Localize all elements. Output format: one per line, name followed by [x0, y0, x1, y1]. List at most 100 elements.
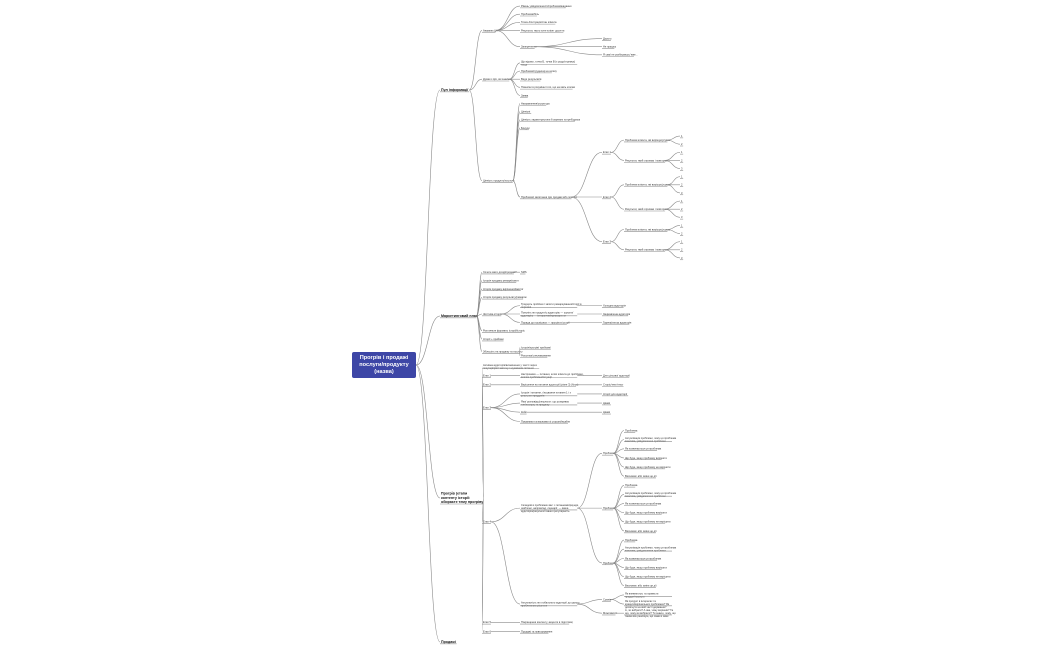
leaf-node[interactable]: Розсилка/ рекламування	[521, 354, 551, 358]
leaf-node[interactable]: 1	[681, 199, 683, 203]
leaf-node[interactable]: Настроювач — питання, шлях клієнта до пр…	[521, 372, 584, 379]
leaf-node[interactable]: Активна аудиторія/визначення у тексті че…	[483, 363, 538, 370]
leaf-node[interactable]: Життєва історія	[483, 312, 503, 316]
leaf-node[interactable]: Покращення контенту, акценти в підготовц…	[521, 620, 573, 624]
leaf-node[interactable]: Історія продажу результату/ремарок	[483, 295, 527, 299]
leaf-node[interactable]: SMS	[521, 270, 527, 274]
leaf-node[interactable]: Етап 1	[483, 374, 491, 378]
leaf-node[interactable]: Думки з ЦА, які знаємо	[483, 77, 511, 81]
leaf-node[interactable]: Етап 5	[483, 620, 491, 624]
leaf-node[interactable]: Бонуси	[521, 126, 530, 130]
branch-node[interactable]: Маркетинговий план	[441, 314, 478, 318]
leaf-node[interactable]: 3	[681, 191, 683, 195]
leaf-node[interactable]: Проблеми клієнта, які вирішує/усуває	[625, 227, 671, 231]
leaf-node[interactable]: Проблема	[625, 483, 638, 487]
leaf-node[interactable]: Ціннісні	[521, 110, 531, 114]
leaf-node[interactable]: Етап 1	[603, 150, 611, 154]
leaf-node[interactable]: Проблема/біль	[521, 12, 540, 16]
leaf-node[interactable]: Проблема	[625, 538, 638, 542]
leaf-node[interactable]: Заява	[521, 93, 529, 97]
leaf-node[interactable]: Історія/прогрів/ прийоми/	[521, 345, 551, 349]
leaf-node[interactable]: Що відомо, точка Б, точка В (з роду/отри…	[521, 59, 575, 66]
leaf-node[interactable]: Історія і питання, з'ясування питання 1 …	[521, 390, 572, 397]
leaf-node[interactable]: Анамнез ЦА	[483, 28, 498, 32]
leaf-node[interactable]: 1	[681, 134, 683, 138]
leaf-node[interactable]: Поясніть як продукт/у аудиторію — шукати…	[521, 310, 573, 317]
leaf-node[interactable]: Проблема	[625, 428, 638, 432]
leaf-node[interactable]: Показники та висновки зі стороні/інсайти	[521, 419, 571, 423]
leaf-node[interactable]: Вирішення на питання аудиторії (різне 3)…	[521, 383, 578, 387]
leaf-node[interactable]: Проблема	[603, 561, 616, 565]
leaf-node[interactable]: 3	[681, 256, 683, 260]
leaf-node[interactable]: Висновки: або зміни це дії	[625, 474, 657, 478]
leaf-node[interactable]: 3	[681, 166, 683, 170]
leaf-node[interactable]: Збільшіть на продажу та послугу	[483, 350, 523, 354]
leaf-node[interactable]: Етап 2	[483, 383, 491, 387]
leaf-node[interactable]: Що буде, якщо проблему не вирішити	[625, 575, 671, 579]
leaf-node[interactable]: Як позначається ця проблема	[625, 501, 662, 505]
leaf-node[interactable]: 2	[681, 183, 683, 187]
leaf-node[interactable]: Що буде, якщо проблему не вирішити	[625, 465, 671, 469]
leaf-node[interactable]: Що буде, якщо проблему вирішити	[625, 511, 667, 515]
leaf-node[interactable]: Цінність характеристики й окремих потреб…	[521, 118, 581, 122]
leaf-node[interactable]: Продажі та повторювання	[521, 629, 553, 633]
leaf-node[interactable]: 2	[681, 231, 683, 235]
leaf-node[interactable]: 2	[681, 142, 683, 146]
leaf-node[interactable]: Зацікавлена аудиторія	[603, 312, 631, 316]
leaf-node[interactable]: Що буде, якщо проблему вирішити	[625, 456, 667, 460]
leaf-node[interactable]: Історія продажу вирішеної/вжитої	[483, 287, 524, 291]
leaf-node[interactable]: Результат, якого хоче клієнт досягти	[521, 28, 565, 32]
leaf-node[interactable]: Етап 3	[483, 406, 491, 410]
leaf-node[interactable]: Направлення/структура	[521, 101, 550, 105]
leaf-node[interactable]: Проблеми клієнта, які вирішує/усуває	[625, 138, 671, 142]
leaf-node[interactable]: Сумнів	[603, 597, 612, 601]
leaf-node[interactable]: Гаряча/тепла аудиторія	[603, 320, 632, 324]
leaf-node[interactable]: 1	[681, 223, 683, 227]
leaf-node[interactable]: Етап 3	[603, 240, 611, 244]
leaf-node[interactable]: Дорого	[603, 36, 612, 40]
leaf-node[interactable]: Не працює	[603, 45, 617, 49]
leaf-node[interactable]: Цікаві	[603, 401, 611, 405]
leaf-node[interactable]: Проблеми/ запитання при продажі або посл…	[521, 195, 577, 199]
leaf-node[interactable]: Можливості	[603, 611, 618, 615]
root-node[interactable]: Прогрів і продажі послуги/продукту (назв…	[352, 352, 416, 378]
leaf-node[interactable]: Як позначається ця проблема	[625, 447, 662, 451]
leaf-node[interactable]: 2	[681, 158, 683, 162]
leaf-node[interactable]: Результат, який отримає і повторює	[625, 248, 668, 252]
leaf-node[interactable]: Історія продажу ремарк/запит	[483, 278, 520, 282]
leaf-node[interactable]: Кейс	[521, 410, 527, 414]
leaf-node[interactable]: 1	[681, 240, 683, 244]
branch-node[interactable]: Продажі	[441, 640, 456, 644]
leaf-node[interactable]: 3	[681, 215, 683, 219]
leaf-node[interactable]: Етап 2	[603, 195, 611, 199]
leaf-node[interactable]: Історії для аудиторії	[603, 392, 627, 396]
leaf-node[interactable]: Актуальність як глобального аудиторії до…	[521, 600, 580, 607]
leaf-node[interactable]: Цікаві	[603, 410, 611, 414]
leaf-node[interactable]: Хочете мати дохід/продажі?	[483, 270, 517, 274]
leaf-node[interactable]: Що буде, якщо проблему вирішити	[625, 565, 667, 569]
leaf-node[interactable]: 2	[681, 207, 683, 211]
leaf-node[interactable]: Я сам/ не розбираюсь/ вже…	[603, 53, 639, 57]
leaf-node[interactable]: Як позначається ця проблема	[625, 556, 662, 560]
leaf-node[interactable]: Висновки: або зміни це дії	[625, 584, 657, 588]
leaf-node[interactable]: 2	[681, 248, 683, 252]
leaf-node[interactable]: Результат, який отримає і повторює	[625, 158, 668, 162]
leaf-node[interactable]: Проблема	[603, 506, 616, 510]
leaf-node[interactable]: Сторіс/тект/текст	[603, 383, 624, 387]
leaf-node[interactable]: Тридцять проблем / запити ремаркування/і…	[521, 302, 582, 309]
leaf-node[interactable]: 1	[681, 175, 683, 179]
leaf-node[interactable]: Висновки: або зміни це дії	[625, 529, 657, 533]
leaf-node[interactable]: Проблеми/труднощі на шляху	[521, 69, 558, 73]
branch-node[interactable]: Пул інформації	[441, 88, 469, 92]
leaf-node[interactable]: Цінність продукту/послуги	[483, 179, 515, 183]
leaf-node[interactable]: Етап 6	[483, 629, 491, 633]
leaf-node[interactable]: Результат, який отримає і повторює	[625, 207, 668, 211]
leaf-node[interactable]: Порада до поспішних — прогрів в історії	[521, 320, 570, 324]
leaf-node[interactable]: Проблема	[603, 451, 616, 455]
